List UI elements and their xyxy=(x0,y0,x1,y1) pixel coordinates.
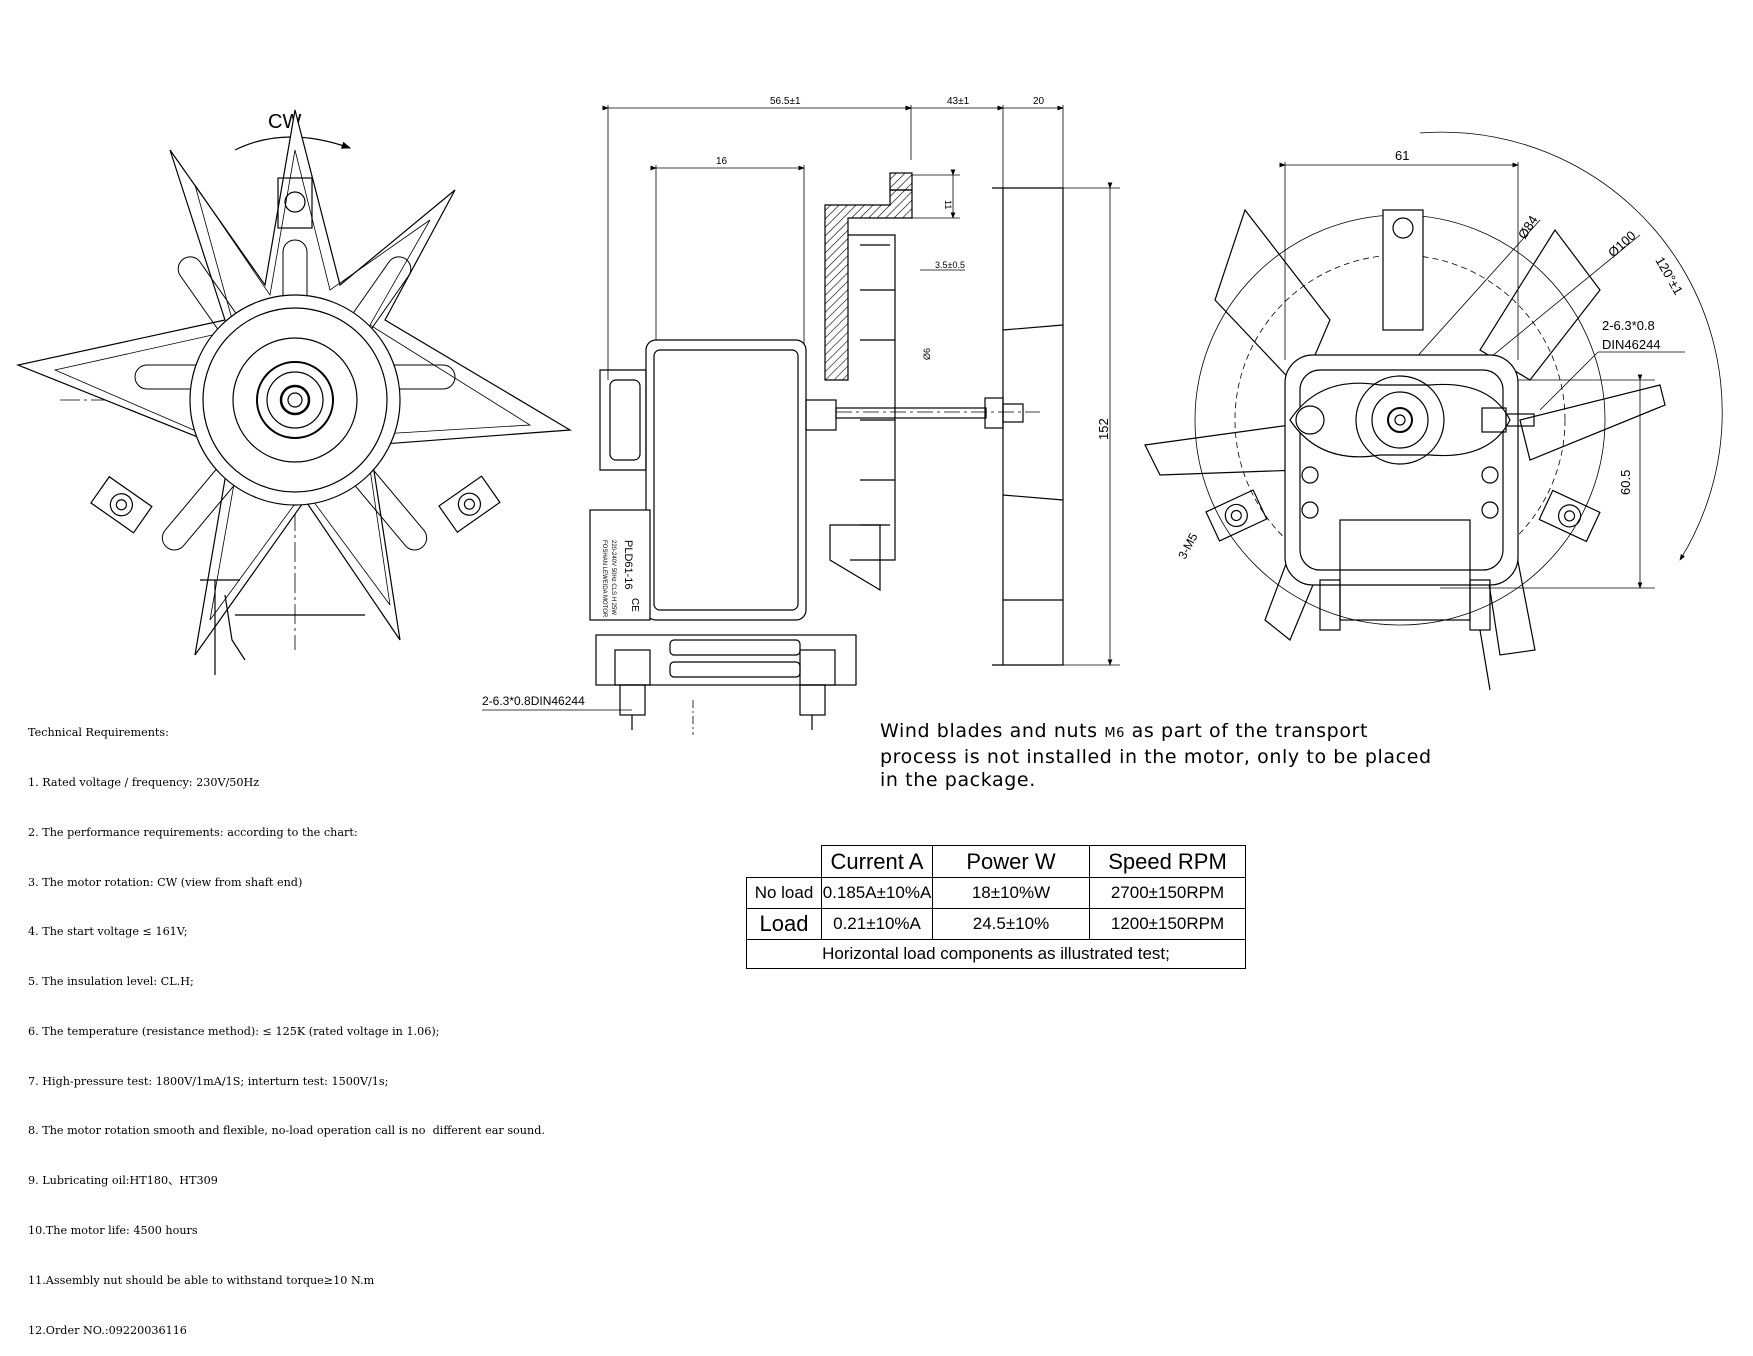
cell-current: 0.21±10%A xyxy=(821,908,933,940)
table-footer: Horizontal load components as illustrate… xyxy=(746,939,1246,969)
svg-text:16: 16 xyxy=(716,156,728,167)
transport-note: Wind blades and nuts M6 as part of the t… xyxy=(880,720,1432,791)
svg-text:56.5±1: 56.5±1 xyxy=(770,96,801,107)
requirement-item: 10.The motor life: 4500 hours xyxy=(28,1224,198,1237)
svg-text:Ø84: Ø84 xyxy=(1515,213,1541,242)
svg-text:152: 152 xyxy=(1096,418,1111,440)
requirement-item: 8. The motor rotation smooth and flexibl… xyxy=(28,1124,545,1138)
performance-table: Current A Power W Speed RPM No load 0.18… xyxy=(746,845,1246,969)
svg-text:20: 20 xyxy=(1033,96,1045,107)
side-section-view: 56.5±1 43±1 20 16 11 3.5±0.5 152 xyxy=(482,96,1120,735)
requirement-item: 12.Order NO.:09220036116 xyxy=(28,1323,187,1337)
svg-text:3-M5: 3-M5 xyxy=(1175,530,1200,561)
svg-text:Ø100: Ø100 xyxy=(1605,228,1639,260)
technical-drawing: CW xyxy=(15,96,1723,735)
requirement-item: 9. Lubricating oil:HT180、HT309 xyxy=(28,1174,218,1188)
header-current: Current A xyxy=(821,845,933,878)
svg-text:120°±1: 120°±1 xyxy=(1652,254,1686,297)
svg-text:Ø6: Ø6 xyxy=(922,348,932,360)
svg-text:11: 11 xyxy=(943,200,953,209)
cell-speed: 2700±150RPM xyxy=(1089,877,1246,909)
header-speed: Speed RPM xyxy=(1089,845,1246,878)
row-label: Load xyxy=(746,908,822,940)
svg-text:60.5: 60.5 xyxy=(1618,470,1633,495)
requirement-item: 6. The temperature (resistance method): … xyxy=(28,1024,440,1038)
svg-text:2-6.3*0.8DIN46244: 2-6.3*0.8DIN46244 xyxy=(482,694,585,708)
cell-speed: 1200±150RPM xyxy=(1089,908,1246,940)
cell-power: 18±10%W xyxy=(932,877,1090,909)
requirement-item: 4. The start voltage ≤ 161V; xyxy=(28,925,188,939)
svg-text:PLD61-16: PLD61-16 xyxy=(622,540,634,590)
row-label: No load xyxy=(746,877,822,909)
requirement-item: 3. The motor rotation: CW (view from sha… xyxy=(28,875,303,889)
technical-requirements: Technical Requirements: 1. Rated voltage… xyxy=(28,692,545,1356)
svg-text:CE: CE xyxy=(629,598,640,612)
svg-text:2-6.3*0.8: 2-6.3*0.8 xyxy=(1602,318,1655,333)
svg-text:FOSHAN LEWEIDA MOTOR: FOSHAN LEWEIDA MOTOR xyxy=(601,540,607,618)
requirement-item: 7. High-pressure test: 1800V/1mA/1S; int… xyxy=(28,1074,389,1088)
table-row: No load 0.185A±10%A 18±10%W 2700±150RPM xyxy=(746,877,1246,909)
requirement-item: 5. The insulation level: CL.H; xyxy=(28,975,194,989)
requirement-item: 11.Assembly nut should be able to withst… xyxy=(28,1273,375,1287)
svg-text:3.5±0.5: 3.5±0.5 xyxy=(935,260,965,270)
svg-text:220-240V 50Hz CLS H 25W: 220-240V 50Hz CLS H 25W xyxy=(610,540,616,615)
svg-text:43±1: 43±1 xyxy=(947,96,970,107)
svg-text:DIN46244: DIN46244 xyxy=(1602,337,1661,352)
requirement-item: 2. The performance requirements: accordi… xyxy=(28,825,358,839)
cell-current: 0.185A±10%A xyxy=(821,877,933,909)
requirement-item: 1. Rated voltage / frequency: 230V/50Hz xyxy=(28,775,260,789)
svg-text:61: 61 xyxy=(1395,148,1409,163)
front-fan-view: CW xyxy=(15,109,572,675)
table-corner xyxy=(746,845,822,878)
requirements-title: Technical Requirements: xyxy=(28,726,169,740)
table-row: Load 0.21±10%A 24.5±10% 1200±150RPM xyxy=(746,908,1246,940)
header-power: Power W xyxy=(932,845,1090,878)
cell-power: 24.5±10% xyxy=(932,908,1090,940)
rear-view: 61 120°±1 Ø84 Ø100 2-6.3*0.8 DIN46244 60… xyxy=(1144,131,1723,691)
